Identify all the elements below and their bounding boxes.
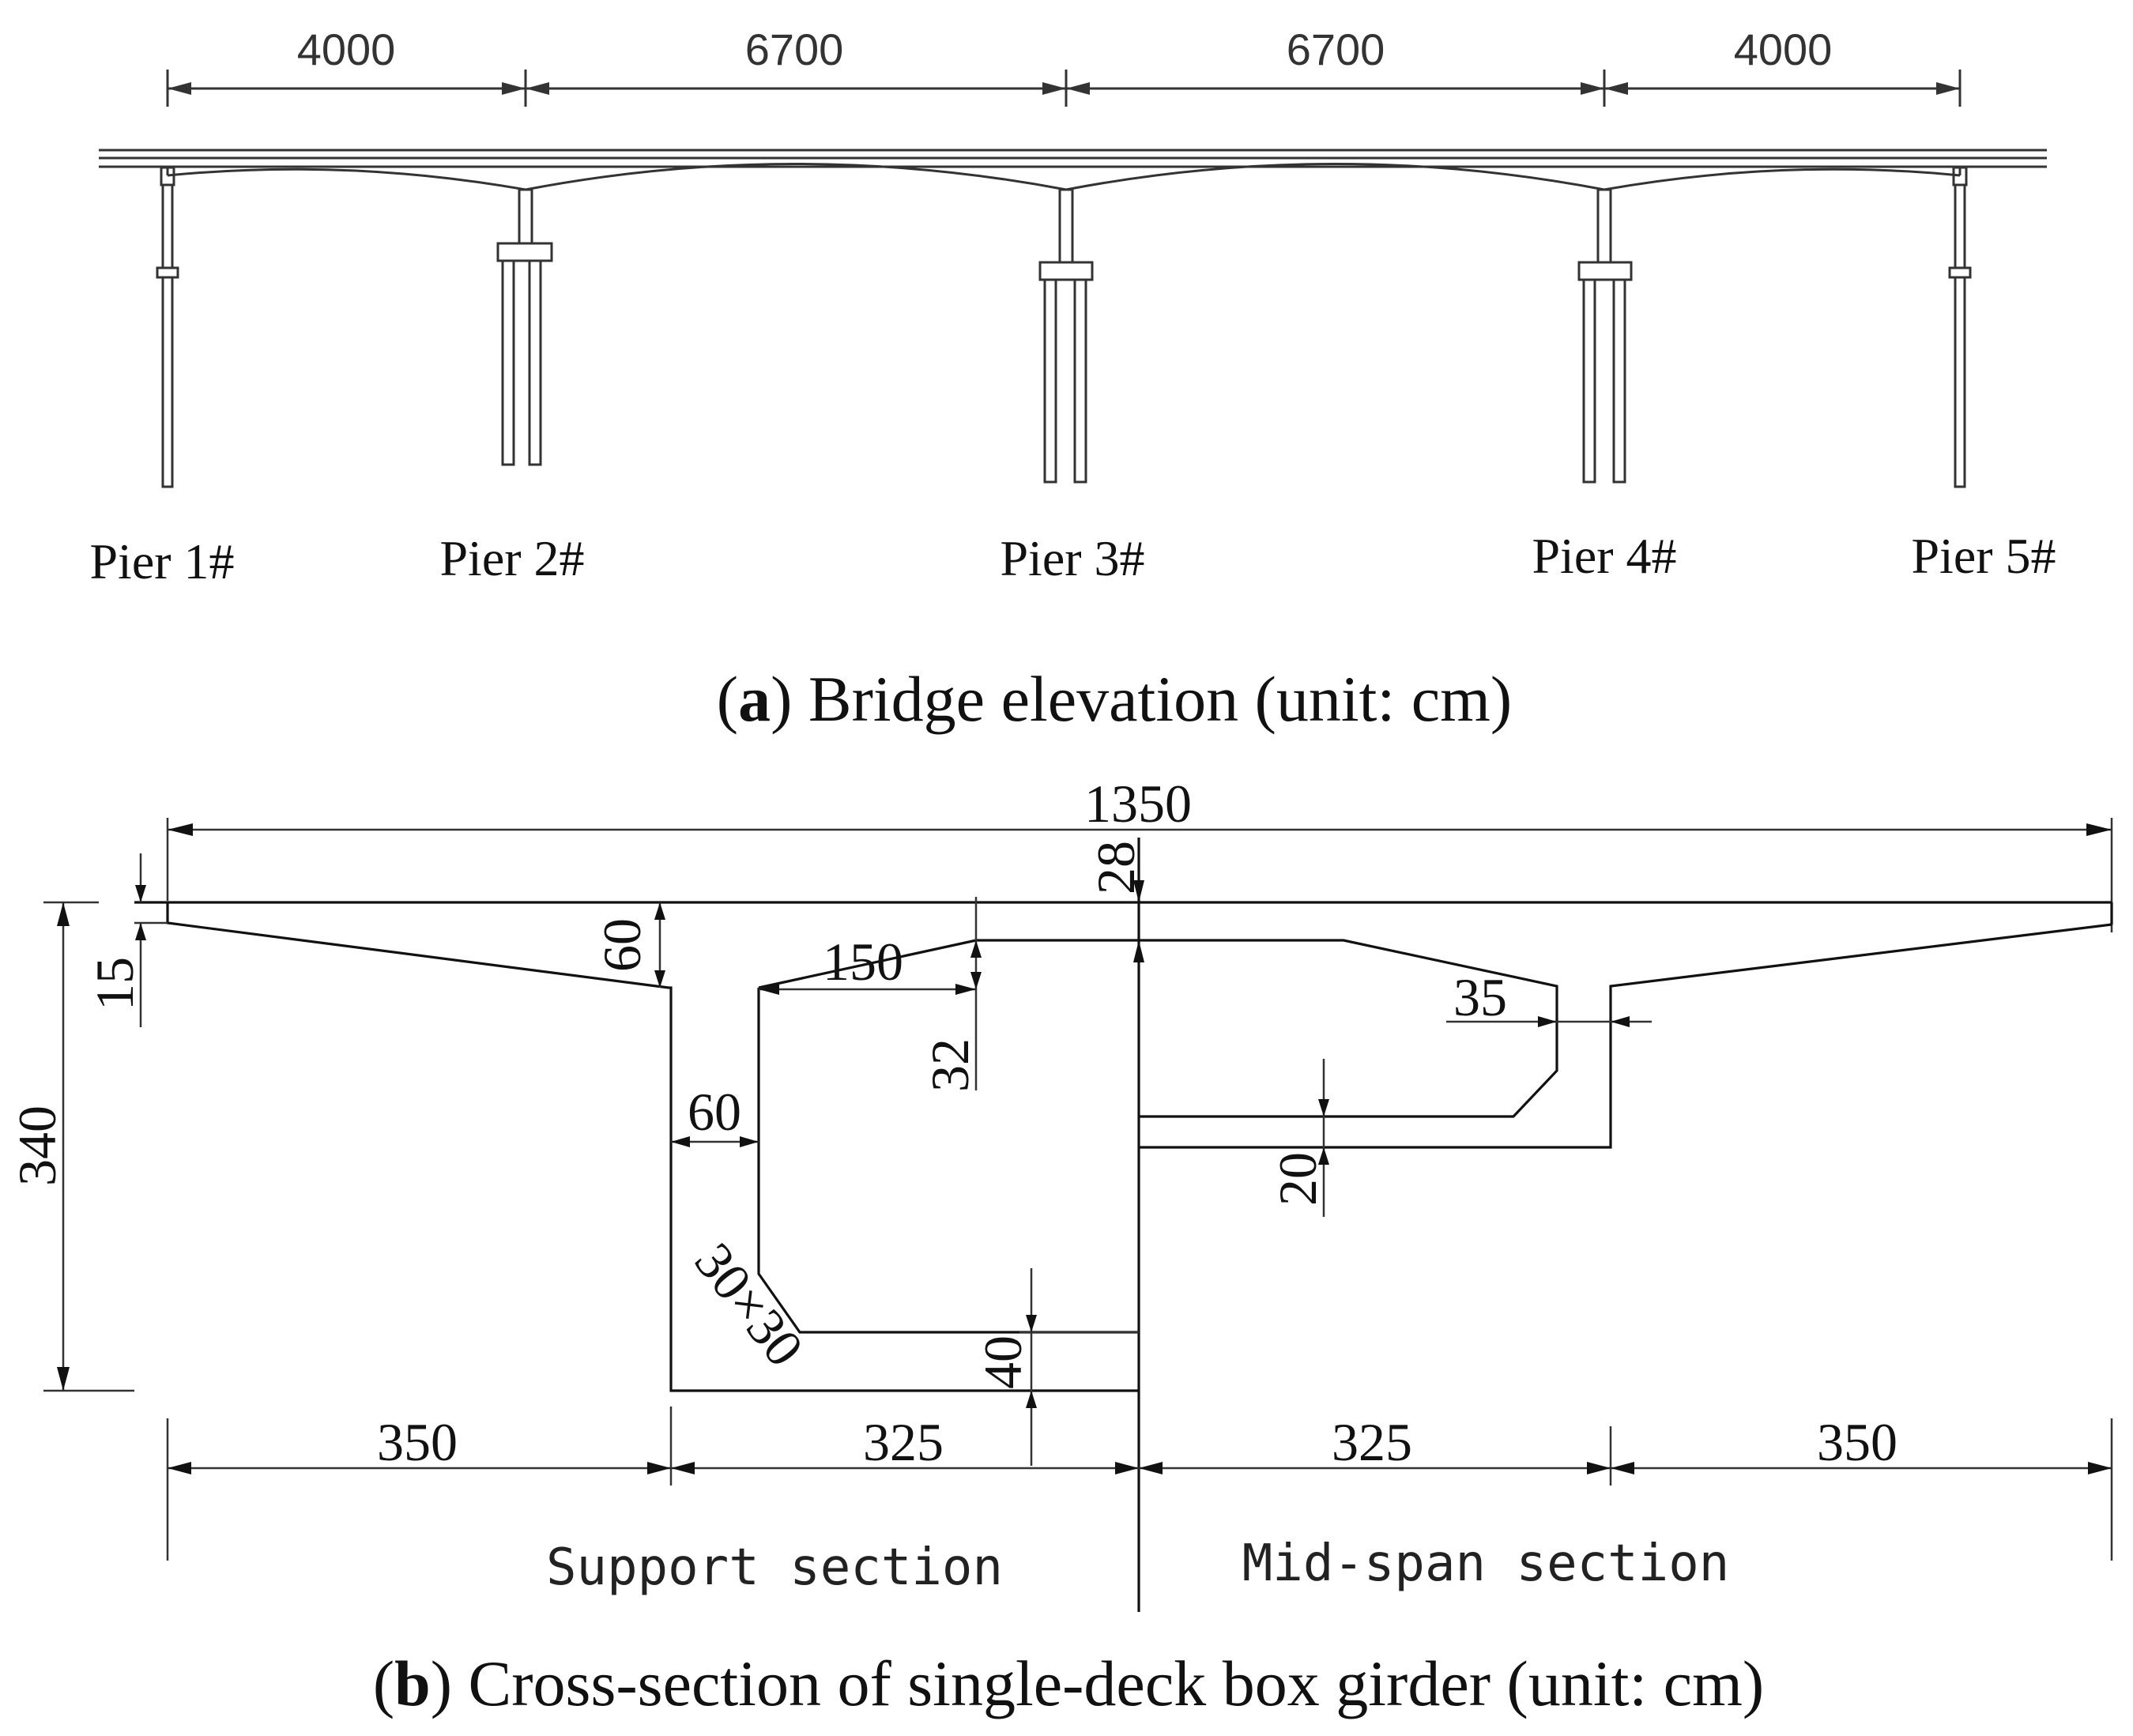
dim-bottom-mid: 20 [1268, 1152, 1328, 1206]
pier-3 [1038, 188, 1094, 484]
dim-web-root: 60 [592, 918, 652, 972]
pier-2 [496, 188, 553, 466]
web-mid-dimension [1446, 1016, 1652, 1027]
haunch-width-dimension [759, 897, 978, 1090]
midspan-section-outline [1139, 923, 2112, 1149]
pier-1 [156, 166, 179, 488]
elevation-view: 4000 6700 6700 4000 [89, 24, 2056, 735]
dim-fillet: 30×30 [684, 1232, 816, 1377]
haunch-height-dimension [970, 940, 982, 989]
span-dimension-line [166, 70, 1962, 107]
span-2-label: 6700 [745, 24, 844, 74]
bridge-deck [99, 149, 2047, 191]
dim-deck-top: 28 [1086, 841, 1146, 894]
dim-haunch-height: 32 [920, 1038, 980, 1092]
edge-thickness-dimension [134, 853, 168, 1027]
dim-bottom-support: 40 [973, 1335, 1033, 1389]
pier-4 [1577, 188, 1633, 484]
dim-haunch-width: 150 [823, 932, 903, 992]
dim-bottom-width-2: 325 [863, 1412, 944, 1472]
cross-section-view: 1350 28 340 15 [7, 774, 2113, 1719]
caption-b: (b) Cross-section of single-deck box gir… [373, 1648, 1764, 1719]
pier-5-label: Pier 5# [1911, 528, 2056, 584]
pier-3-label: Pier 3# [1000, 530, 1144, 586]
dim-bottom-width-3: 325 [1332, 1412, 1412, 1472]
support-section-outline [166, 902, 1139, 1392]
dim-bottom-width-4: 350 [1817, 1412, 1897, 1472]
web-thickness-dimension [671, 1136, 759, 1147]
pier-5 [1948, 166, 1972, 488]
dim-bottom-width-1: 350 [377, 1412, 458, 1472]
support-section-label: Support section [546, 1538, 1003, 1597]
dim-edge-thickness: 15 [85, 957, 145, 1011]
midspan-section-label: Mid-span section [1242, 1535, 1730, 1593]
span-1-label: 4000 [297, 24, 396, 74]
span-3-label: 6700 [1287, 24, 1385, 74]
caption-a: (a) Bridge elevation (unit: cm) [717, 663, 1512, 735]
web-root-dimension [654, 902, 665, 988]
dim-total-width: 1350 [1084, 774, 1192, 834]
dim-web-thickness: 60 [688, 1082, 741, 1142]
bottom-mid-dimension [1318, 1059, 1329, 1217]
pier-2-label: Pier 2# [439, 530, 584, 586]
bottom-width-dimension [166, 1406, 2113, 1561]
bottom-support-dimension [1019, 1268, 1139, 1466]
dim-web-mid: 35 [1453, 967, 1507, 1027]
dim-total-height: 340 [7, 1105, 67, 1186]
span-4-label: 4000 [1734, 24, 1833, 74]
total-height-dimension [43, 901, 134, 1392]
pier-4-label: Pier 4# [1532, 528, 1676, 584]
pier-1-label: Pier 1# [89, 533, 234, 589]
